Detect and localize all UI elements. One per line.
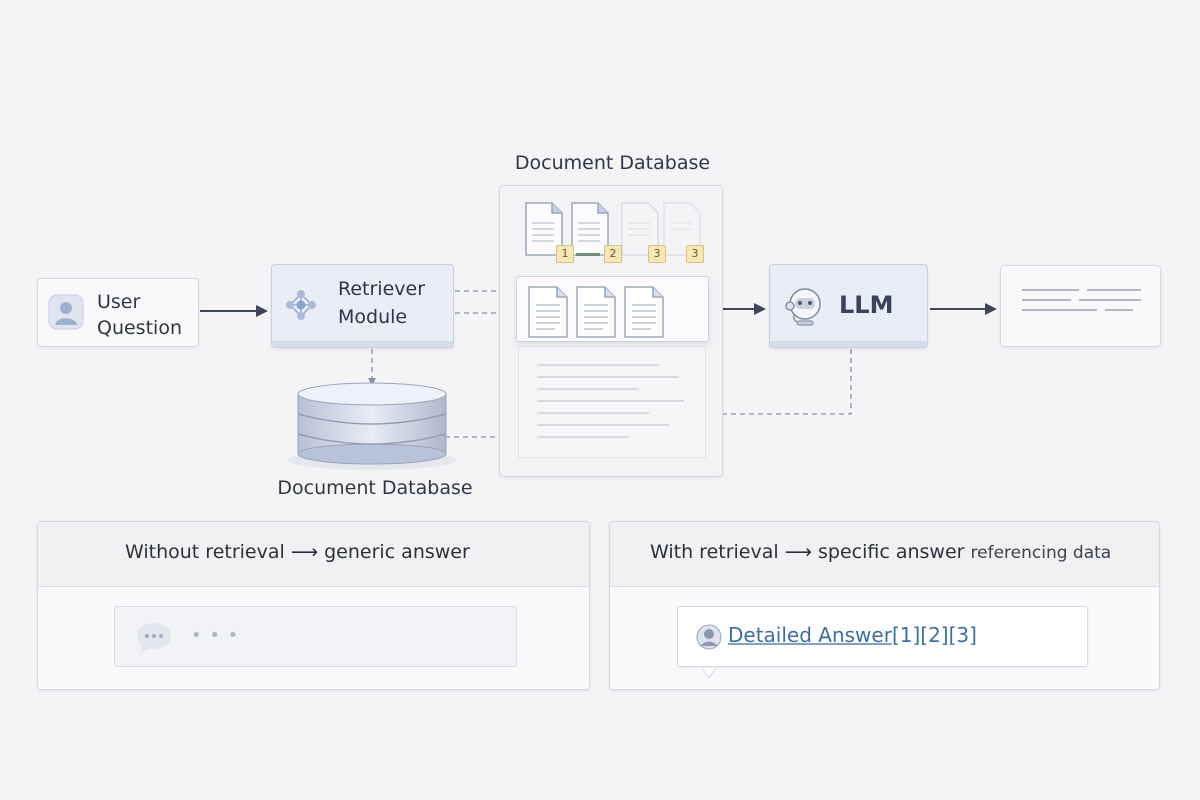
detailed-answer-bubble[interactable]: Detailed Answer[1][2][3] bbox=[677, 606, 1088, 679]
document-database-panel: 1 2 3 3 bbox=[499, 185, 723, 477]
citation-badge-3: 3 bbox=[648, 245, 666, 263]
llm-label: LLM bbox=[839, 291, 894, 319]
document-icon bbox=[576, 286, 616, 338]
output-document-node[interactable] bbox=[1000, 265, 1161, 347]
output-text-lines bbox=[1022, 289, 1141, 311]
chat-bubble-icon bbox=[135, 621, 173, 655]
citation-links[interactable]: [1][2][3] bbox=[891, 623, 977, 647]
citation-badge-4: 3 bbox=[686, 245, 704, 263]
document-icon bbox=[571, 202, 609, 256]
user-question-node[interactable]: User Question bbox=[37, 278, 199, 347]
retriever-module-node[interactable]: Retriever Module bbox=[271, 264, 454, 348]
llm-node[interactable]: LLM bbox=[769, 264, 928, 348]
network-icon bbox=[283, 287, 319, 323]
stored-documents bbox=[525, 202, 701, 256]
document-icon bbox=[528, 286, 568, 338]
robot-icon bbox=[780, 283, 826, 329]
context-document bbox=[518, 346, 706, 458]
retrieved-documents-strip[interactable] bbox=[516, 276, 709, 342]
detailed-answer-text[interactable]: Detailed Answer[1][2][3] bbox=[728, 623, 977, 647]
citation-badge-1: 1 bbox=[556, 245, 574, 263]
without-retrieval-header: Without retrieval ⟶ generic answer bbox=[38, 522, 589, 587]
user-question-label: User Question bbox=[97, 291, 182, 339]
without-retrieval-title: Without retrieval ⟶ generic answer bbox=[125, 541, 470, 563]
typing-dots: • • • bbox=[191, 625, 240, 646]
retriever-module-label: Retriever Module bbox=[338, 278, 426, 328]
citation-badge-2: 2 bbox=[604, 245, 622, 263]
document-icon bbox=[525, 202, 563, 256]
with-retrieval-title: With retrieval ⟶ specific answer referen… bbox=[650, 541, 1112, 563]
assistant-avatar-icon bbox=[696, 624, 722, 650]
without-retrieval-panel: Without retrieval ⟶ generic answer • • • bbox=[37, 521, 590, 690]
document-database-title-top: Document Database bbox=[514, 152, 711, 174]
dashed-llm-to-context bbox=[707, 349, 852, 418]
database-cylinder-icon bbox=[286, 380, 458, 472]
document-icon bbox=[621, 202, 659, 256]
document-database-title-bottom: Document Database bbox=[277, 477, 473, 499]
document-icon bbox=[624, 286, 664, 338]
user-icon bbox=[48, 294, 84, 330]
bubble-tail bbox=[701, 665, 717, 679]
with-retrieval-panel: With retrieval ⟶ specific answer referen… bbox=[609, 521, 1160, 690]
with-retrieval-header: With retrieval ⟶ specific answer referen… bbox=[610, 522, 1159, 587]
detailed-answer-link[interactable]: Detailed Answer bbox=[728, 623, 892, 647]
generic-answer-bubble: • • • bbox=[114, 606, 517, 667]
